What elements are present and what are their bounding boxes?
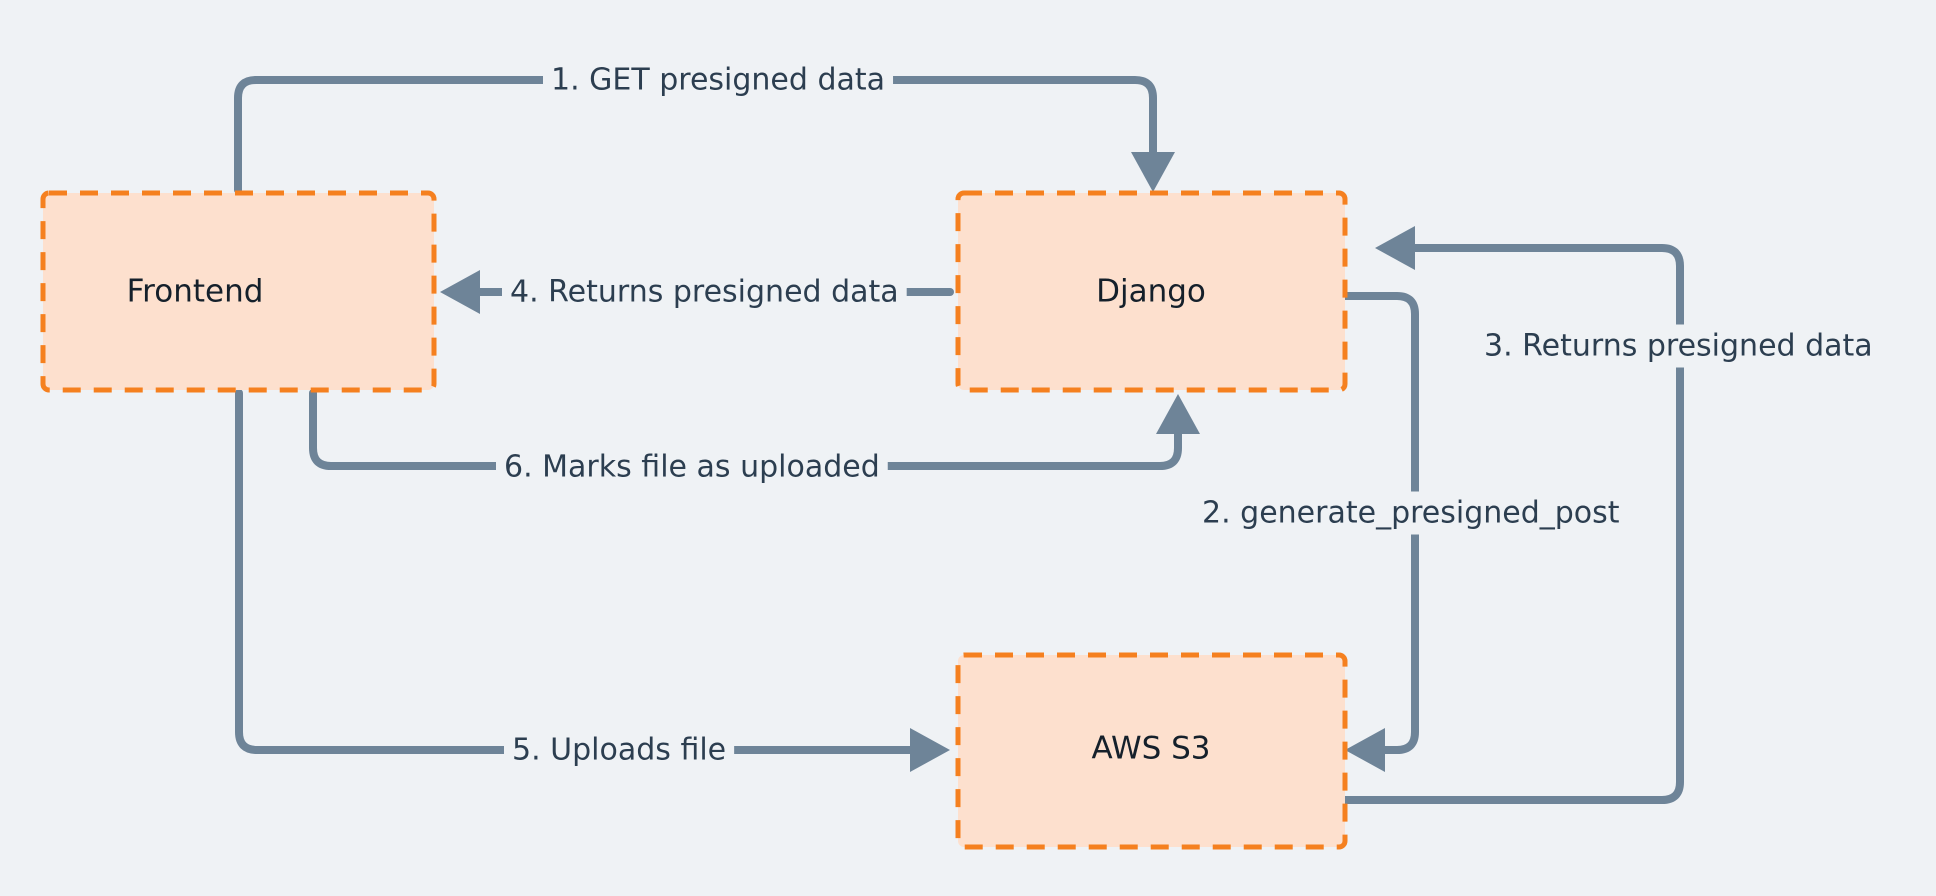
edge-3-returns-presigned-data: [1341, 226, 1684, 804]
node-aws-s3-label: AWS S3: [1091, 731, 1210, 767]
edge-3-path: [1341, 244, 1684, 804]
edge-2-label-backdrop: [1194, 491, 1628, 535]
edge-2-arrowhead: [1345, 728, 1385, 772]
edge-6-label-group: 6. Marks file as uploaded: [496, 445, 888, 489]
edge-5-label-backdrop: [504, 728, 735, 772]
edge-4-arrowhead: [440, 270, 480, 314]
node-frontend-label: Frontend: [127, 274, 264, 310]
edge-6-label: 6. Marks file as uploaded: [504, 450, 880, 485]
edge-5-arrowhead: [910, 728, 950, 772]
node-django-rect: [955, 190, 1348, 393]
edge-3-label-group: 3. Returns presigned data: [1476, 324, 1881, 368]
edge-1-label-backdrop: [543, 58, 894, 102]
edge-4-label: 4. Returns presigned data: [510, 275, 899, 310]
edge-5-label: 5. Uploads file: [512, 733, 726, 768]
edge-2-label: 2. generate_presigned_post: [1202, 496, 1620, 531]
edge-3-label-backdrop: [1476, 324, 1881, 368]
edge-5-label-group: 5. Uploads file: [504, 728, 735, 772]
edge-3-arrowhead: [1375, 226, 1415, 270]
node-aws-s3[interactable]: AWS S3: [955, 652, 1348, 850]
edge-1-label: 1. GET presigned data: [551, 63, 885, 98]
node-frontend-rect: [40, 190, 437, 393]
edge-2-label-group: 2. generate_presigned_post: [1194, 491, 1628, 535]
node-django[interactable]: Django: [955, 190, 1348, 393]
node-frontend[interactable]: Frontend: [40, 190, 437, 393]
edge-5-uploads-file: [235, 389, 950, 772]
edge-6-label-backdrop: [496, 445, 888, 489]
edge-1-arrowhead: [1131, 152, 1175, 192]
edge-6-arrowhead: [1156, 394, 1200, 434]
node-django-label: Django: [1096, 274, 1206, 310]
edge-4-label-group: 4. Returns presigned data: [502, 270, 907, 314]
edge-5-path: [235, 389, 924, 754]
edge-3-label: 3. Returns presigned data: [1484, 329, 1873, 364]
edge-4-label-backdrop: [502, 270, 907, 314]
node-aws-s3-rect: [955, 652, 1348, 850]
edge-1-label-group: 1. GET presigned data: [543, 58, 894, 102]
